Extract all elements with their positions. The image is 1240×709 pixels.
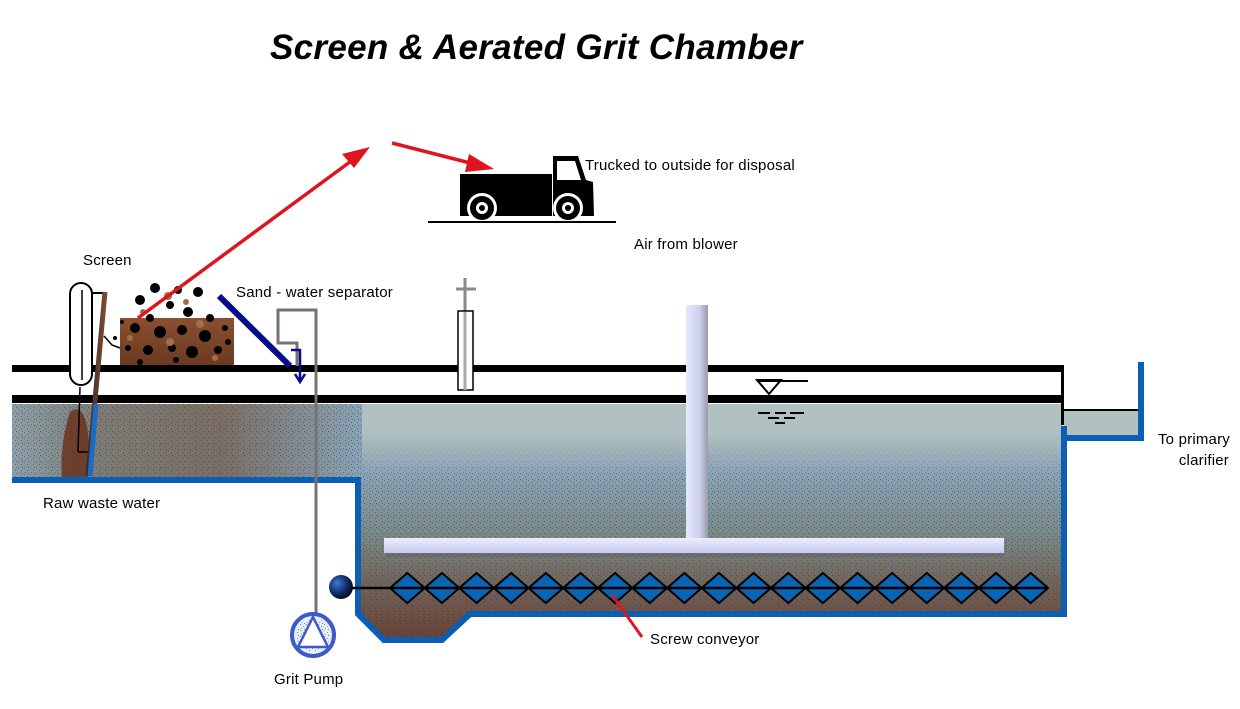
screen-label: Screen — [83, 252, 132, 269]
tank-wall — [12, 426, 1067, 643]
screenings-pile — [113, 283, 234, 365]
separator-label: Sand - water separator — [236, 284, 393, 301]
conveyor-drive-icon — [329, 575, 353, 599]
grit-pump-label: Grit Pump — [274, 671, 344, 688]
diagram-title: Screen & Aerated Grit Chamber — [270, 28, 803, 67]
air-diffuser-pipe — [384, 305, 1004, 557]
air-valve-icon — [456, 278, 476, 391]
grit-deposit — [61, 409, 90, 478]
bar-screen — [69, 282, 121, 477]
outlet-water — [1064, 410, 1141, 438]
screw-conveyor — [350, 571, 1050, 605]
water-level-icon — [754, 379, 808, 424]
walkway-end-line — [1061, 365, 1064, 425]
raw-water-label: Raw waste water — [43, 495, 161, 512]
screen-roller — [69, 282, 93, 386]
inlet-channel-water — [12, 404, 362, 478]
sand-water-separator — [216, 293, 318, 615]
primary-clarifier-label-line2: clarifier — [1178, 452, 1229, 469]
screw-conveyor-label: Screw conveyor — [650, 631, 760, 648]
outlet-channel-wall — [1064, 362, 1144, 441]
disposal-arrow — [136, 141, 494, 320]
walkway-top-line — [12, 365, 1064, 372]
air-blower-label: Air from blower — [634, 236, 738, 253]
truck-icon — [428, 156, 616, 223]
walkway-bottom-line — [12, 395, 1064, 403]
truck-label: Trucked to outside for disposal — [585, 157, 795, 174]
screw-conveyor-pointer — [610, 594, 644, 638]
primary-clarifier-label-line1: To primary — [1157, 431, 1230, 448]
grit-pump-icon — [290, 612, 396, 658]
chamber-water — [360, 404, 1062, 640]
